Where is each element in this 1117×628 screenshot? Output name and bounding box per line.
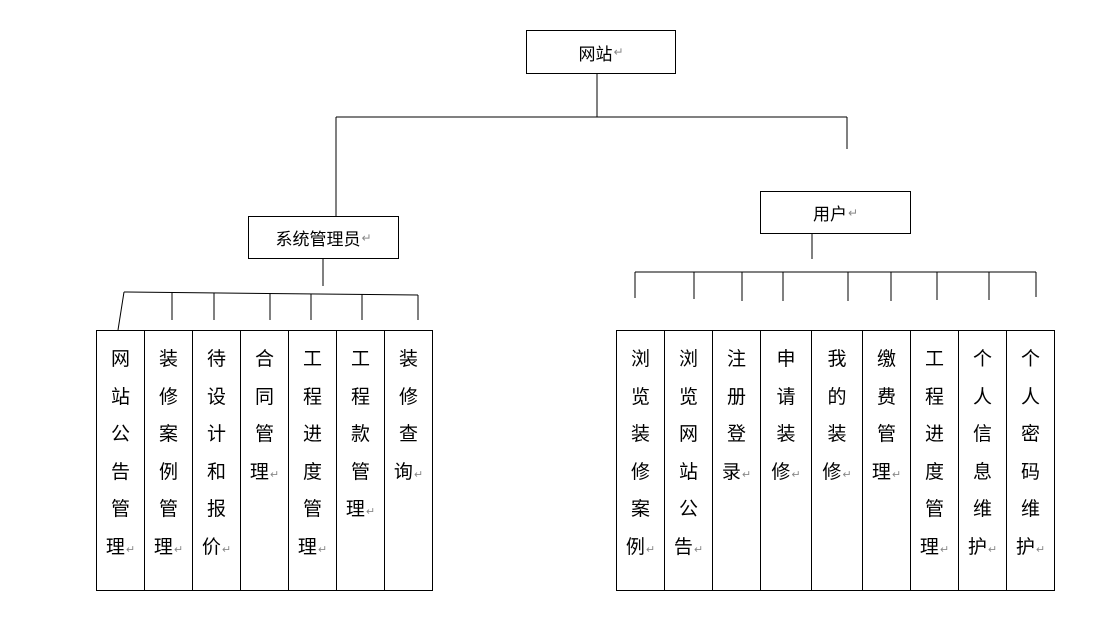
admin-item-5: 工 程 进 度 管 理↵ xyxy=(288,330,337,591)
return-mark-icon: ↵ xyxy=(317,542,328,556)
return-mark-icon: ↵ xyxy=(365,505,376,518)
admin-item-label: 合 同 管 理↵ xyxy=(249,348,280,483)
admin-item-label: 网 站 公 告 管 理↵ xyxy=(105,348,136,558)
user-item-label: 申 请 装 修↵ xyxy=(771,348,801,483)
return-mark-icon: ↵ xyxy=(693,542,704,556)
admin-item-2: 装 修 案 例 管 理↵ xyxy=(144,330,193,591)
return-mark-icon: ↵ xyxy=(221,542,232,556)
user-item-9: 个 人 密 码 维 护↵ xyxy=(1006,330,1055,591)
user-item-1: 浏 览 装 修 案 例↵ xyxy=(616,330,665,591)
user-node-label: 用户 xyxy=(812,205,847,225)
user-item-label: 我 的 装 修↵ xyxy=(822,348,852,483)
user-item-8: 个 人 信 息 维 护↵ xyxy=(958,330,1007,591)
admin-node: 系统管理员↵ xyxy=(248,216,399,259)
admin-item-label: 装 修 查 询↵ xyxy=(393,348,424,483)
return-mark-icon: ↵ xyxy=(891,467,902,481)
return-mark-icon: ↵ xyxy=(413,467,424,481)
return-mark-icon: ↵ xyxy=(791,467,801,481)
user-item-label: 注 册 登 录↵ xyxy=(721,348,752,483)
user-item-3: 注 册 登 录↵ xyxy=(712,330,761,591)
return-mark-icon: ↵ xyxy=(269,467,280,481)
admin-item-label: 工 程 进 度 管 理↵ xyxy=(297,348,328,558)
admin-item-3: 待 设 计 和 报 价↵ xyxy=(192,330,241,591)
user-item-label: 浏 览 装 修 案 例↵ xyxy=(625,348,656,558)
user-item-4: 申 请 装 修↵ xyxy=(760,330,812,591)
user-node: 用户↵ xyxy=(760,191,911,234)
admin-item-4: 合 同 管 理↵ xyxy=(240,330,289,591)
root-node-website: 网站↵ xyxy=(526,30,676,74)
admin-item-1: 网 站 公 告 管 理↵ xyxy=(96,330,145,591)
admin-node-label: 系统管理员 xyxy=(275,230,361,250)
return-mark-icon: ↵ xyxy=(939,542,950,556)
return-mark-icon: ↵ xyxy=(987,542,998,556)
user-item-7: 工 程 进 度 管 理↵ xyxy=(910,330,959,591)
return-mark-icon: ↵ xyxy=(361,230,372,245)
user-item-label: 缴 费 管 理↵ xyxy=(871,348,902,483)
admin-item-label: 待 设 计 和 报 价↵ xyxy=(201,348,232,558)
user-item-label: 个 人 信 息 维 护↵ xyxy=(967,348,998,558)
user-item-5: 我 的 装 修↵ xyxy=(811,330,863,591)
user-item-label: 个 人 密 码 维 护↵ xyxy=(1015,348,1046,558)
return-mark-icon: ↵ xyxy=(173,542,184,556)
return-mark-icon: ↵ xyxy=(842,467,852,481)
return-mark-icon: ↵ xyxy=(847,205,859,220)
admin-item-label: 工 程 款 管 理↵ xyxy=(345,348,376,520)
user-item-2: 浏 览 网 站 公 告↵ xyxy=(664,330,713,591)
return-mark-icon: ↵ xyxy=(125,542,136,556)
root-node-label: 网站 xyxy=(578,44,613,65)
user-item-label: 工 程 进 度 管 理↵ xyxy=(919,348,950,558)
return-mark-icon: ↵ xyxy=(741,467,752,481)
return-mark-icon: ↵ xyxy=(1035,542,1046,556)
user-item-6: 缴 费 管 理↵ xyxy=(862,330,911,591)
user-item-label: 浏 览 网 站 公 告↵ xyxy=(673,348,704,558)
admin-item-6: 工 程 款 管 理↵ xyxy=(336,330,385,591)
return-mark-icon: ↵ xyxy=(645,542,656,556)
return-mark-icon: ↵ xyxy=(613,45,624,59)
admin-item-label: 装 修 案 例 管 理↵ xyxy=(153,348,184,558)
admin-item-7: 装 修 查 询↵ xyxy=(384,330,433,591)
